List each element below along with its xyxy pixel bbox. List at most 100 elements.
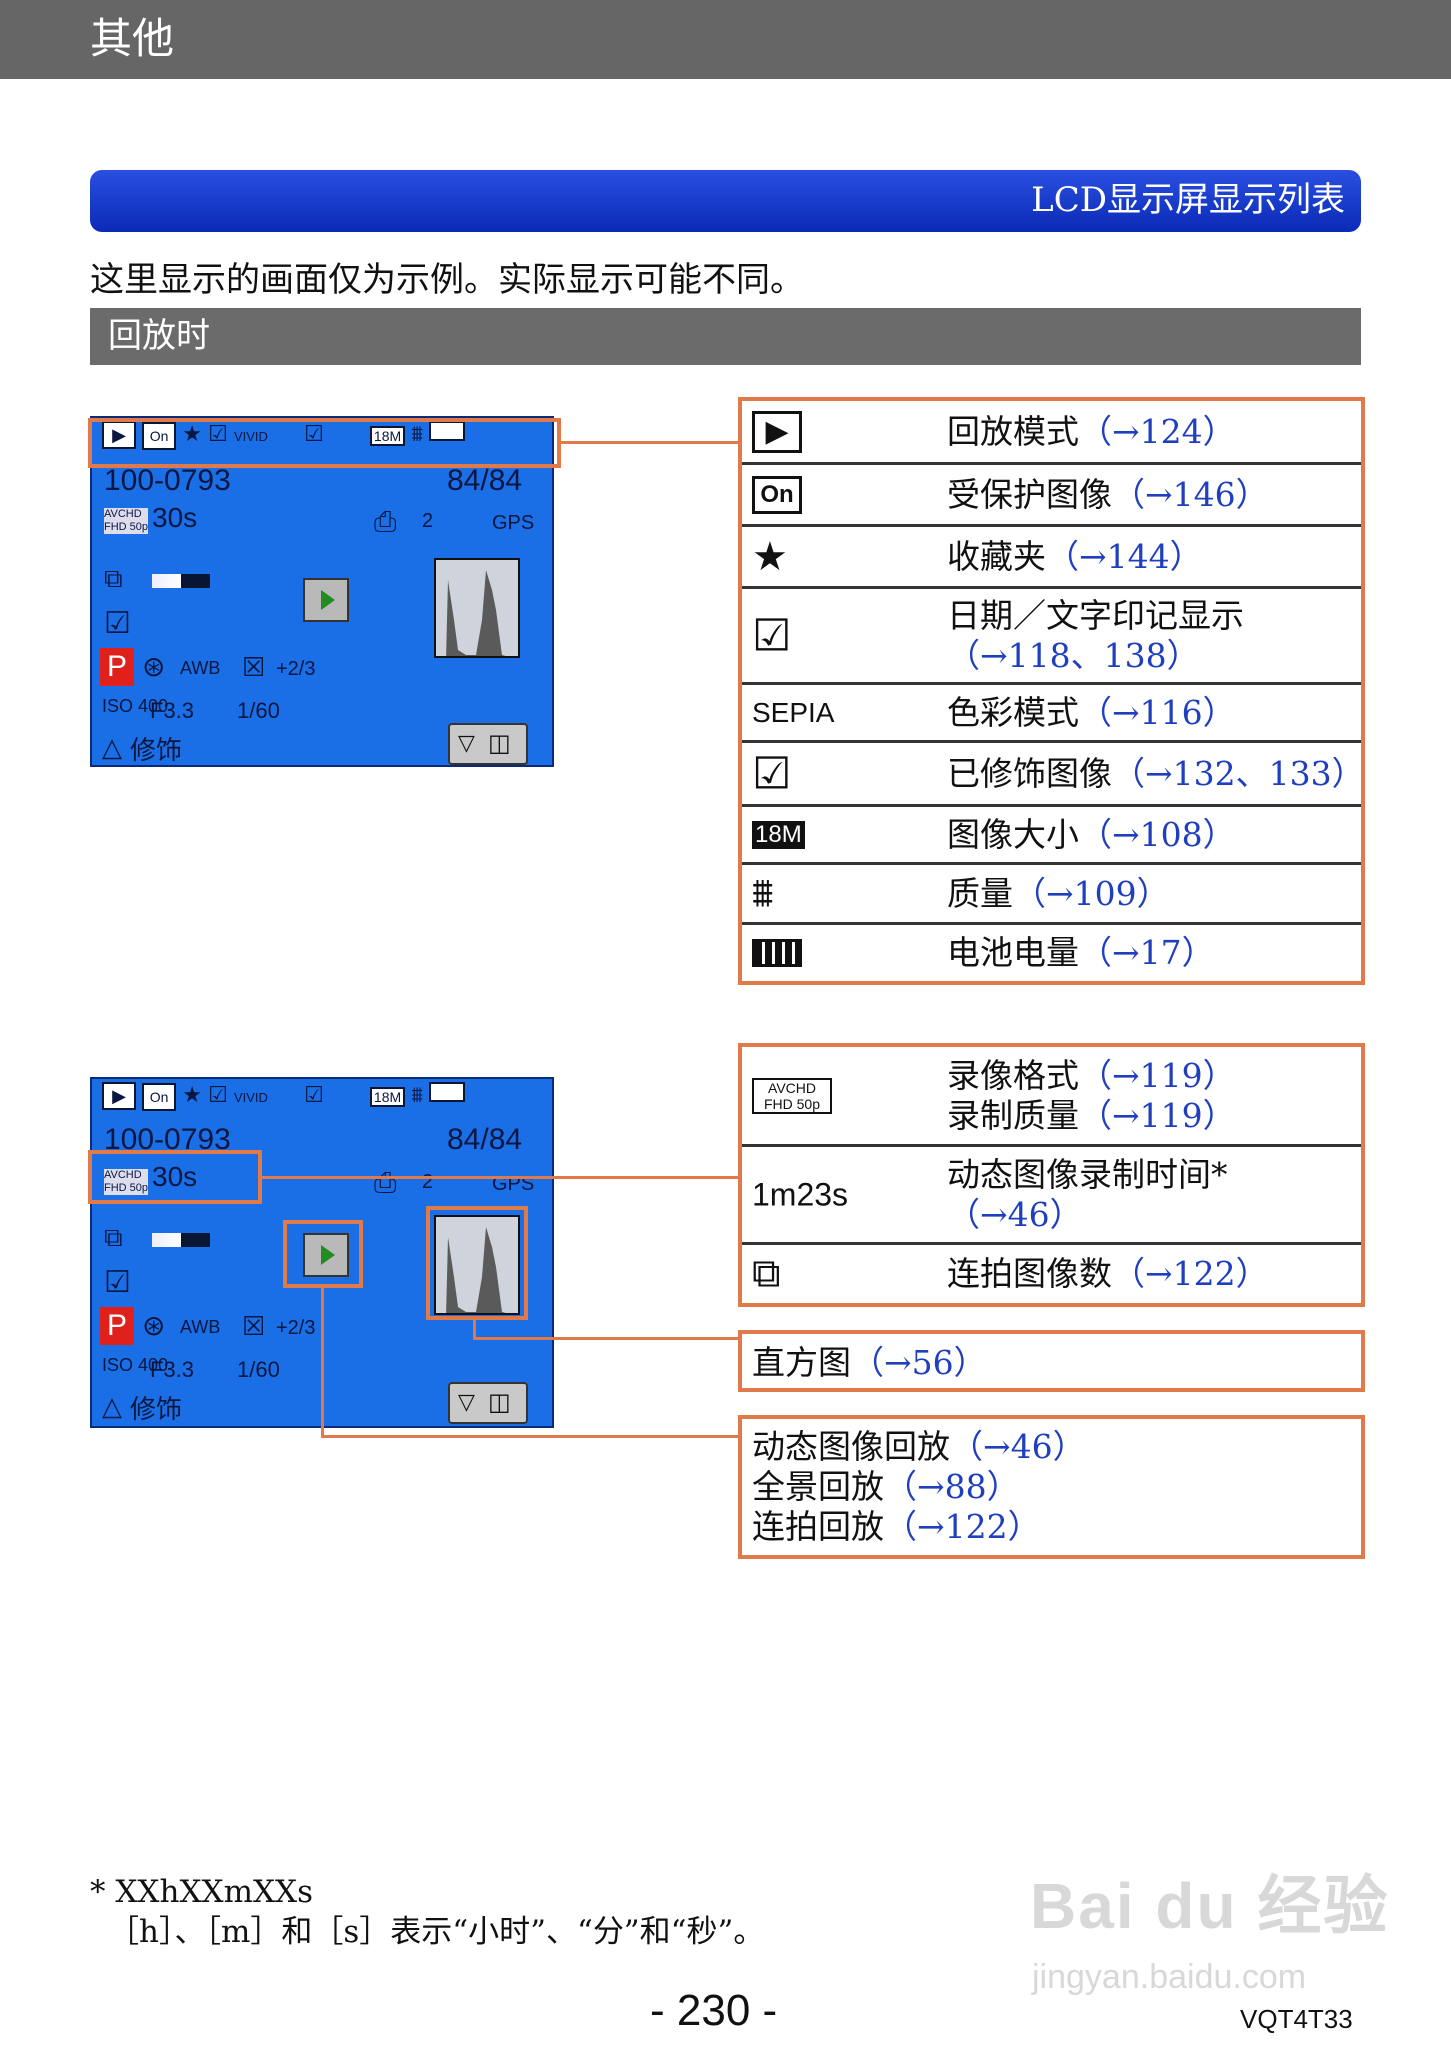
sepia-icon: SEPIA — [752, 696, 835, 728]
legend2-row: 1m23s 动态图像录制时间*（→46） — [742, 1147, 1361, 1245]
color-mode-icon: VIVID — [233, 429, 268, 444]
histogram-svg — [446, 1227, 506, 1313]
exposure-icon: ☒ — [242, 652, 266, 682]
retouched-image-icon: ☑ — [752, 749, 792, 798]
quality-icon: ⩩ — [411, 1082, 424, 1107]
play-button — [303, 1233, 349, 1277]
flash-icon: ⊛ — [142, 651, 166, 682]
retouch-mark-icon: ☑ — [104, 607, 131, 640]
display-icon: ◫ — [488, 1388, 511, 1416]
quality-icon: ⩩ — [411, 421, 424, 446]
retouch-label: 修饰 — [130, 735, 183, 765]
connector-line-4v — [473, 1320, 476, 1339]
playback-line: 动态图像回放（→46） — [752, 1427, 1086, 1466]
display-toggle-button: ▽ ◫ — [448, 723, 528, 765]
star-icon: ★ — [752, 534, 788, 579]
histogram-svg — [446, 570, 506, 656]
legend-table-1: ▶ 回放模式（→124） On 受保护图像（→146） ★ 收藏夹（→144） … — [738, 397, 1365, 985]
playback-mode-icon: ▶ — [102, 1082, 136, 1110]
print-count: 2 — [422, 1171, 434, 1193]
lcd-screen-1: ▶ On ★ ☑ VIVID ☑ 18M ⩩ 100-0793 84/84 AV… — [90, 416, 554, 767]
frame-count: 84/84 — [447, 464, 523, 497]
down-triangle-icon: ▽ — [458, 1390, 475, 1415]
iso-value: ISO 400 — [102, 696, 169, 716]
playback-icon: ▶ — [752, 410, 802, 453]
playback-line: 全景回放（→88） — [752, 1467, 1020, 1506]
mode-p-icon: P — [100, 648, 134, 686]
top-icon-row: ▶ On ★ ☑ VIVID ☑ 18M ⩩ — [102, 1082, 466, 1111]
awb-label: AWB — [180, 1317, 221, 1337]
footnote-line-2: ［h］、［m］和［s］表示“小时”、“分”和“秒”。 — [108, 1914, 765, 1950]
document-code: VQT4T33 — [1240, 2004, 1353, 2034]
retouch-mark-icon: ☑ — [104, 1266, 131, 1299]
histogram-highlight — [426, 1206, 528, 1320]
subsection-bar: 回放时 — [90, 308, 1361, 365]
rec-time: 30s — [152, 502, 198, 533]
burst-bar — [152, 1233, 210, 1247]
burst-icon: ⧉ — [104, 563, 123, 593]
image-size-icon: 18M — [752, 820, 805, 849]
date-stamp-icon: ☑ — [208, 421, 228, 446]
burst-bar — [152, 574, 210, 588]
quality-icon: ⩩ — [752, 871, 774, 915]
page-number: - 230 - — [650, 1986, 778, 2035]
date-stamp-icon: ☑ — [752, 611, 792, 660]
shutter-value: 1/60 — [237, 698, 280, 723]
shutter-value: 1/60 — [237, 1357, 280, 1382]
connector-line-3v — [321, 1288, 324, 1437]
retouch-triangle-icon: △ — [102, 732, 122, 762]
mode-p-icon: P — [100, 1307, 134, 1345]
iso-value: ISO 400 — [102, 1355, 169, 1375]
image-size-icon: 18M — [369, 1087, 406, 1107]
retouch-triangle-icon: △ — [102, 1391, 122, 1421]
display-toggle-button: ▽ ◫ — [448, 1382, 528, 1424]
print-icon: ⎙ — [374, 506, 397, 537]
intro-text: 这里显示的画面仅为示例。实际显示可能不同。 — [90, 260, 804, 300]
file-number: 100-0793 — [104, 464, 231, 497]
page-header-title: 其他 — [90, 14, 175, 63]
legend1-row: ⩩ 质量（→109） — [742, 865, 1361, 925]
section-title-bar: LCD显示屏显示列表 — [90, 170, 1361, 232]
retouch-label: 修饰 — [130, 1394, 183, 1424]
burst-icon: ⧉ — [104, 1222, 123, 1252]
flash-icon: ⊛ — [142, 1310, 166, 1341]
retouched-icon: ☑ — [304, 1082, 324, 1107]
footnote-line-1: * XXhXXmXXs — [90, 1874, 314, 1910]
color-mode-icon: VIVID — [233, 1090, 268, 1105]
playback-legend-box: 动态图像回放（→46） 全景回放（→88） 连拍回放（→122） — [738, 1415, 1365, 1559]
play-button-highlight — [283, 1220, 363, 1288]
legend-table-2: AVCHD FHD 50p 录像格式（→119）录制质量（→119） 1m23s… — [738, 1043, 1365, 1307]
top-icon-row: ▶ On ★ ☑ VIVID ☑ 18M ⩩ — [102, 421, 466, 450]
watermark-url: jingyan.baidu.com — [1032, 1958, 1307, 1996]
awb-label: AWB — [180, 658, 221, 678]
rec-info-highlight — [88, 1150, 262, 1204]
down-triangle-icon: ▽ — [458, 731, 475, 756]
avchd-icon: AVCHD FHD 50p — [104, 1169, 149, 1195]
battery-icon — [429, 1082, 466, 1102]
protect-icon: On — [142, 422, 177, 450]
section-title: LCD显示屏显示列表 — [1031, 180, 1345, 220]
aperture-value: F3.3 — [150, 698, 195, 723]
playback-line: 连拍回放（→122） — [752, 1507, 1041, 1546]
legend1-row: ★ 收藏夹（→144） — [742, 527, 1361, 589]
legend1-row: On 受保护图像（→146） — [742, 465, 1361, 527]
legend2-row: AVCHD FHD 50p 录像格式（→119）录制质量（→119） — [742, 1047, 1361, 1147]
legend2-row: ⧉ 连拍图像数（→122） — [752, 1251, 1269, 1296]
watermark-logo: Bai du 经验 — [1030, 1870, 1390, 1942]
histogram-graph — [434, 1215, 520, 1315]
connector-line-2 — [262, 1176, 740, 1179]
legend1-row: ▶ 回放模式（→124） — [742, 401, 1361, 465]
exposure-icon: ☒ — [242, 1311, 266, 1341]
image-size-icon: 18M — [369, 426, 406, 446]
exposure-value: +2/3 — [276, 658, 316, 680]
gps-label: GPS — [492, 512, 535, 534]
print-icon: ⎙ — [374, 1167, 397, 1198]
favorite-icon: ★ — [182, 421, 202, 446]
aperture-value: F3.3 — [150, 1357, 195, 1382]
avchd-format-icon: AVCHD FHD 50p — [752, 1077, 832, 1114]
display-icon: ◫ — [488, 729, 511, 757]
protect-key-icon: On — [752, 475, 802, 514]
battery-icon — [752, 939, 802, 967]
frame-count: 84/84 — [447, 1123, 523, 1156]
exposure-value: +2/3 — [276, 1317, 316, 1339]
